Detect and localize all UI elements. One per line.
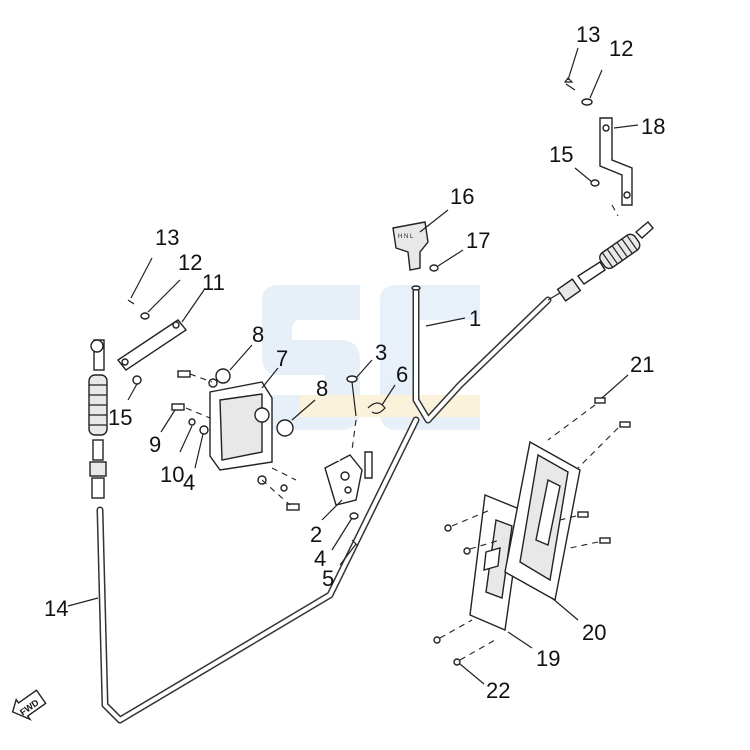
callout-labels: 13 12 18 15 16 17 13 12 11 1 8 7 3 6 8 1…: [44, 22, 665, 703]
callout-3: 3: [375, 340, 387, 365]
bracket-18: [599, 117, 633, 206]
shift-boot-20: [504, 440, 581, 602]
callout-10: 10: [160, 462, 184, 487]
plate-11: [116, 299, 188, 385]
screw-21-b: [619, 421, 631, 428]
nut-15-left: [132, 375, 142, 385]
callout-12-left: 12: [178, 250, 202, 275]
watermark-logo: [262, 285, 480, 430]
bushing-8-upper: [215, 368, 231, 384]
nut-22-d: [453, 658, 461, 666]
bolt-13-upper: [563, 77, 576, 91]
callout-19: 19: [536, 646, 560, 671]
callout-20: 20: [582, 620, 606, 645]
screw-21-d: [599, 537, 611, 544]
svg-text:H N L: H N L: [398, 234, 414, 240]
callout-11: 11: [202, 270, 225, 295]
nut-15-upper: [590, 179, 600, 187]
shift-cable-1: [96, 285, 552, 724]
callout-7: 7: [276, 346, 288, 371]
pin-3: [346, 375, 358, 451]
nut-22-c: [433, 636, 441, 644]
nut-22-a: [444, 524, 452, 532]
washer-17: [429, 264, 439, 272]
fwd-direction-badge: FWD: [11, 689, 47, 721]
gate-plate-19: [469, 494, 523, 632]
washer-4-lower: [349, 512, 359, 520]
callout-15-upper: 15: [549, 142, 573, 167]
bolt-9-b: [171, 403, 185, 411]
washer-12-upper: [581, 98, 593, 106]
bracket-7: [209, 368, 294, 471]
callout-13-upper: 13: [576, 22, 600, 47]
callout-13-left: 13: [155, 225, 179, 250]
callout-1: 1: [469, 306, 481, 331]
callout-18: 18: [641, 114, 665, 139]
nut-22-b: [463, 547, 471, 555]
screw-21-a: [594, 397, 606, 404]
bolt-13-left: [127, 299, 135, 305]
clip-6: [367, 402, 386, 414]
callout-15-left: 15: [108, 405, 132, 430]
callout-2: 2: [310, 522, 322, 547]
callout-9: 9: [149, 432, 161, 457]
callout-21: 21: [630, 352, 654, 377]
callout-8-lower: 8: [316, 376, 328, 401]
cable-end-left: [88, 339, 108, 499]
callout-5: 5: [322, 566, 334, 591]
shift-knob-16: H N L: [392, 221, 439, 272]
callout-8-upper: 8: [252, 322, 264, 347]
washer-12-left: [140, 312, 150, 320]
callout-4-lower: 4: [314, 546, 326, 571]
callout-16: 16: [450, 184, 474, 209]
callout-14: 14: [44, 596, 68, 621]
bolt-9-a: [177, 370, 191, 378]
bushing-8-lower: [276, 419, 294, 437]
lever-2: [295, 436, 373, 506]
leader-lines: [67, 47, 639, 685]
callout-12-upper: 12: [609, 36, 633, 61]
callout-22: 22: [486, 678, 510, 703]
callout-4-left: 4: [183, 470, 195, 495]
pin-5: [351, 539, 359, 547]
screw-21-c: [577, 511, 589, 518]
callout-6: 6: [396, 362, 408, 387]
callout-17: 17: [466, 228, 490, 253]
cable-end-upper-right: [547, 221, 654, 302]
bolt-lower: [286, 503, 300, 511]
